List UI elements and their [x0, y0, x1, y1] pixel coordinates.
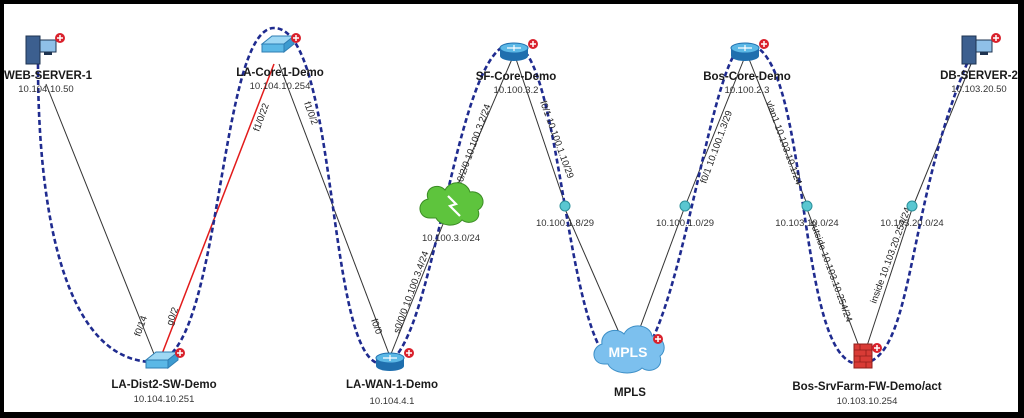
node-ip: 10.104.10.251: [134, 394, 195, 405]
switch-icon: [260, 34, 296, 54]
label-wan-core: f0/0: [368, 317, 384, 336]
link-cloud-sf[interactable]: [453, 58, 513, 195]
router-icon: [375, 352, 405, 371]
node-name: LA-Core1-Demo: [236, 67, 324, 79]
wan-cloud-icon: [419, 182, 484, 226]
node-la-wan-1[interactable]: LA-WAN-1-Demo 10.104.4.1: [346, 348, 438, 407]
add-badge-icon[interactable]: [55, 33, 65, 43]
subnet-dot-icon: [679, 200, 691, 212]
add-badge-icon[interactable]: [404, 348, 414, 358]
add-badge-icon[interactable]: [991, 33, 1001, 43]
subnet-node-bos-10[interactable]: 10.103.10.0/24: [775, 200, 839, 229]
node-ip: 10.104.10.50: [18, 84, 73, 95]
node-bos-srvfarm-fw[interactable]: Bos-SrvFarm-FW-Demo/act 10.103.10.254: [792, 343, 942, 407]
label-bos-vlan: vlan1 10.103.10.1/24: [763, 99, 804, 186]
node-name: MPLS: [614, 387, 646, 399]
subnet-node-bos-mpls[interactable]: 10.100.1.0/29: [656, 200, 714, 229]
node-name: LA-WAN-1-Demo: [346, 379, 438, 391]
label-web-dist: f0/14: [132, 314, 150, 338]
node-ip: 10.103.10.254: [837, 396, 898, 407]
lightning-icon: [447, 195, 461, 217]
subnet-label: 10.103.10.0/24: [775, 218, 838, 229]
add-badge-icon[interactable]: [528, 39, 538, 49]
subnet-node-sf-mpls[interactable]: 10.100.1.8/29: [536, 200, 594, 229]
label-bos-mpls: f0/1 10.100.1.3/29: [698, 109, 735, 185]
node-name: LA-Dist2-SW-Demo: [111, 379, 216, 391]
node-ip: 10.100.3.2: [494, 85, 539, 96]
node-name: Bos-Core-Demo: [703, 71, 791, 83]
subnet-dot-icon: [559, 200, 571, 212]
wan-cloud-subnet: 10.100.3.0/24: [422, 233, 480, 244]
router-icon: [730, 42, 760, 61]
node-la-core1[interactable]: LA-Core1-Demo 10.104.10.254: [236, 33, 324, 92]
add-badge-icon[interactable]: [653, 334, 663, 344]
switch-icon: [144, 350, 180, 370]
node-db-server-2[interactable]: DB-SERVER-2 10.103.20.50: [940, 33, 1018, 95]
server-icon: [961, 35, 993, 65]
node-name: Bos-SrvFarm-FW-Demo/act: [792, 381, 941, 393]
router-icon: [499, 42, 529, 61]
node-sf-core[interactable]: SF-Core-Demo 10.100.3.2: [476, 39, 557, 96]
add-badge-icon[interactable]: [872, 343, 882, 353]
node-ip: 10.100.2.3: [725, 85, 770, 96]
label-wan-cloud: s0/0/0 10.100.3.4/24: [391, 250, 431, 335]
link-mpls-subnet[interactable]: [633, 208, 685, 345]
link-subnet-bos[interactable]: [685, 58, 745, 205]
subnet-label: 10.103.20.0/24: [880, 218, 943, 229]
node-mpls[interactable]: MPLS MPLS: [593, 325, 665, 399]
link-wan-cloud[interactable]: [390, 208, 450, 355]
node-name: DB-SERVER-2: [940, 70, 1018, 82]
network-map-canvas: f0/14 g0/2 f1/0/22 f1/0/2 f0/0 s0/0/0 10…: [4, 4, 1018, 412]
label-dist-core: g0/2: [164, 306, 181, 327]
link-sf-subnet[interactable]: [515, 58, 566, 205]
label-core-dist: f1/0/22: [251, 102, 271, 133]
node-name: WEB-SERVER-1: [4, 70, 93, 82]
label-fw-outside: outside 10.103.10.254/24: [807, 219, 854, 324]
add-badge-icon[interactable]: [175, 348, 185, 358]
physical-links: [45, 58, 972, 355]
node-ip: 10.104.10.254: [250, 81, 311, 92]
subnet-label: 10.100.1.0/29: [656, 218, 714, 229]
node-web-server-1[interactable]: WEB-SERVER-1 10.104.10.50: [4, 33, 93, 95]
node-la-dist2[interactable]: LA-Dist2-SW-Demo 10.104.10.251: [111, 348, 217, 405]
firewall-icon: [853, 343, 873, 369]
node-ip: 10.103.20.50: [951, 84, 1006, 95]
subnet-markers: 10.100.1.8/29 10.100.1.0/29 10.103.10.0/…: [536, 200, 944, 229]
node-bos-core[interactable]: Bos-Core-Demo 10.100.2.3: [703, 39, 791, 96]
wan-cloud-node[interactable]: 10.100.3.0/24: [419, 182, 484, 244]
link-web-dist[interactable]: [45, 83, 155, 355]
link-subnet-mpls[interactable]: [564, 208, 625, 345]
node-name: SF-Core-Demo: [476, 71, 557, 83]
mpls-cloud-text: MPLS: [609, 344, 648, 360]
subnet-dot-icon: [801, 200, 813, 212]
link-subnet-fw[interactable]: [806, 208, 861, 350]
link-dist-core-highlight[interactable]: [161, 63, 275, 355]
mpls-cloud-icon: MPLS: [593, 325, 665, 374]
subnet-label: 10.100.1.8/29: [536, 218, 594, 229]
subnet-node-bos-20[interactable]: 10.103.20.0/24: [880, 200, 944, 229]
add-badge-icon[interactable]: [759, 39, 769, 49]
subnet-dot-icon: [906, 200, 918, 212]
add-badge-icon[interactable]: [291, 33, 301, 43]
server-icon: [25, 35, 57, 65]
node-ip: 10.104.4.1: [370, 396, 415, 407]
link-fw-subnet[interactable]: [865, 208, 913, 350]
link-bos-subnet[interactable]: [748, 58, 808, 205]
network-path-diagram: f0/14 g0/2 f1/0/22 f1/0/2 f0/0 s0/0/0 10…: [4, 26, 1018, 407]
